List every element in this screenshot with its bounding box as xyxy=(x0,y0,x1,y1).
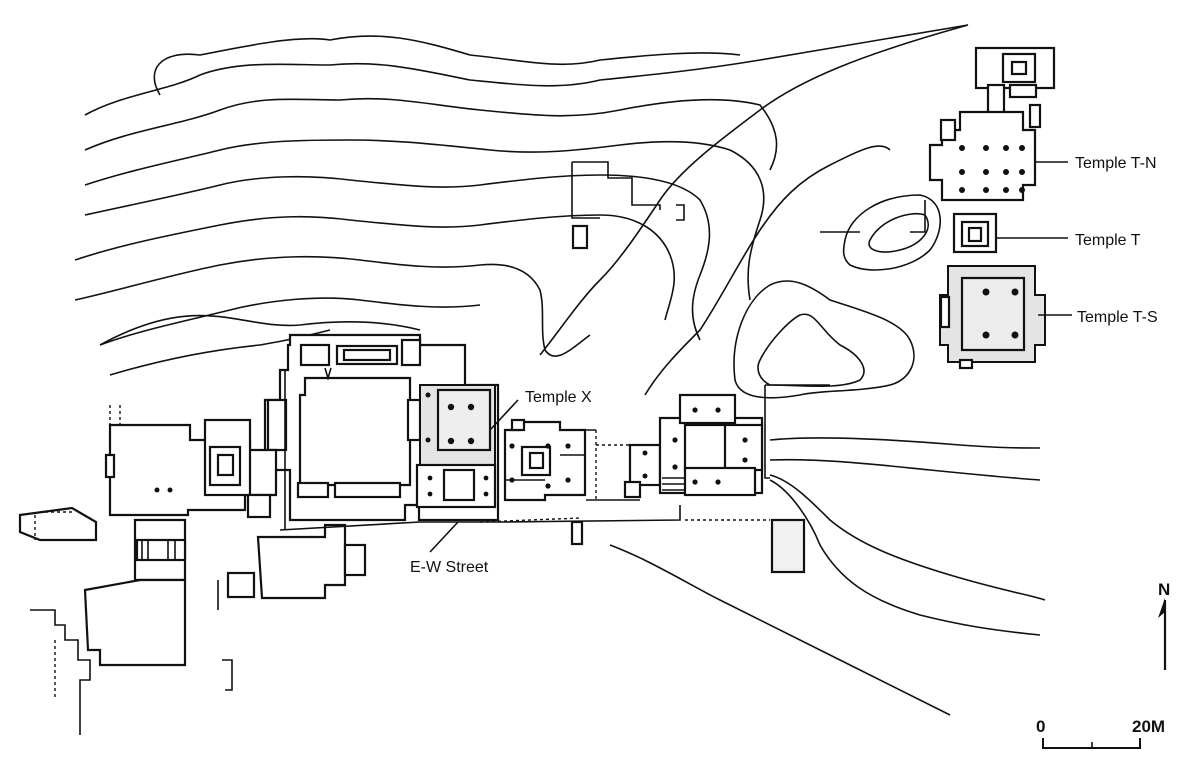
scale-bar: 0 20M xyxy=(1036,717,1165,749)
contour-line xyxy=(84,24,969,116)
contour-line xyxy=(84,174,711,341)
scale-end-label: 20M xyxy=(1132,717,1165,736)
upper-building-outline xyxy=(571,161,685,250)
contour-line xyxy=(769,479,1041,636)
contour-line xyxy=(74,214,676,321)
contour-lines xyxy=(74,24,1046,716)
contour-line xyxy=(868,213,929,253)
contour-line xyxy=(84,139,765,301)
contour-line xyxy=(842,194,942,271)
contour-line xyxy=(733,280,915,399)
contour-line xyxy=(769,474,1046,601)
contour-line xyxy=(644,145,891,396)
label-temple-ts: Temple T-S xyxy=(1077,309,1158,326)
contour-line xyxy=(769,437,1041,449)
contour-line xyxy=(84,97,778,171)
label-temple-tn: Temple T-N xyxy=(1075,155,1157,172)
map-labels: Temple T-N Temple T Temple T-S Temple X … xyxy=(410,155,1158,576)
temple-tn-plan xyxy=(928,46,1056,202)
contour-line xyxy=(153,35,741,96)
east-central-complex xyxy=(623,384,830,499)
north-arrow: N xyxy=(1158,580,1170,670)
wall-segment xyxy=(586,429,640,501)
north-arrow-head-icon xyxy=(1158,598,1165,618)
contour-line xyxy=(609,544,951,716)
temple-x-plan xyxy=(415,384,497,509)
contour-line xyxy=(539,24,969,356)
label-ew-street: E-W Street xyxy=(410,559,489,576)
contour-line xyxy=(74,255,591,357)
label-temple-x: Temple X xyxy=(525,389,592,406)
contour-line xyxy=(99,297,481,346)
north-arrow-letter: N xyxy=(1158,580,1170,599)
temple-t-plan xyxy=(952,212,998,254)
connecting-wall xyxy=(820,200,926,233)
scale-start-label: 0 xyxy=(1036,717,1045,736)
west-complex xyxy=(104,405,278,519)
east-of-temple-x-building xyxy=(503,418,587,502)
southwest-structures xyxy=(18,506,256,735)
temple-ts-plan xyxy=(939,265,1046,370)
label-temple-t: Temple T xyxy=(1075,232,1141,249)
ew-street xyxy=(279,370,770,531)
contour-line xyxy=(757,313,865,388)
contour-line xyxy=(769,458,1041,481)
contour-line xyxy=(99,314,421,346)
south-middle-structures xyxy=(256,518,806,600)
